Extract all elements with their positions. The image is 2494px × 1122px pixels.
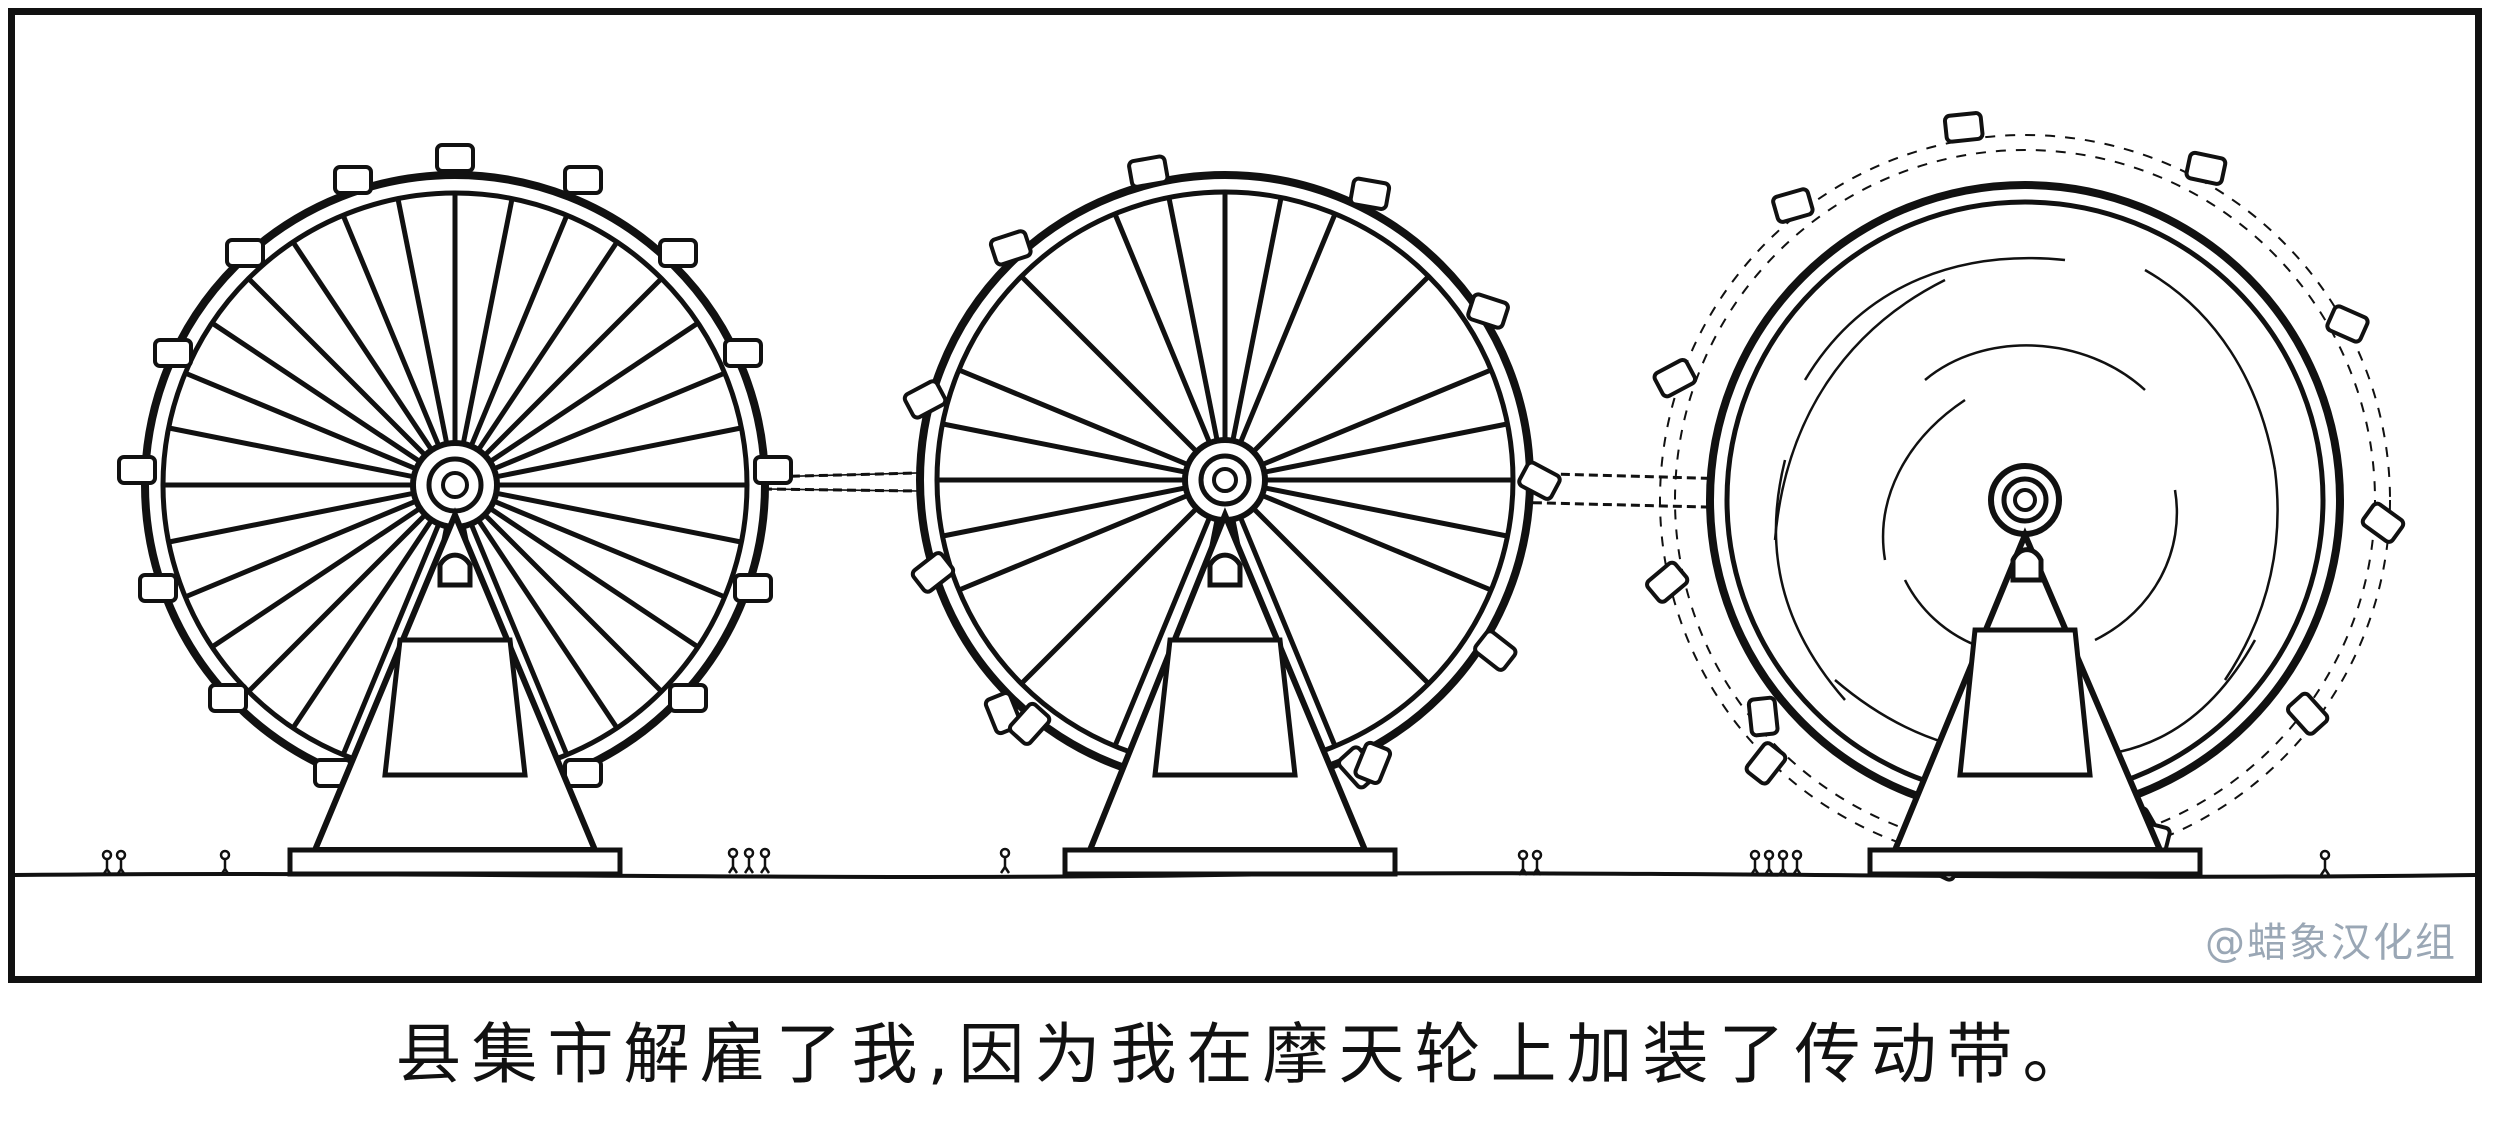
ferris-wheel-scene — [15, 111, 2475, 882]
ferris-wheel-1 — [117, 143, 793, 825]
ferris-wheel-stand-2 — [1062, 507, 1398, 877]
tiny-people — [101, 847, 2331, 876]
caption-text: 县集市解雇了我,因为我在摩天轮上加装了传动带。 — [395, 1016, 2099, 1093]
comic-panel: @蜡象汉化组 — [8, 8, 2482, 983]
ferris-wheel-stand-1 — [287, 507, 623, 877]
ferris-wheel-stand-3 — [1867, 527, 2203, 877]
watermark-text: @蜡象汉化组 — [2205, 920, 2457, 966]
